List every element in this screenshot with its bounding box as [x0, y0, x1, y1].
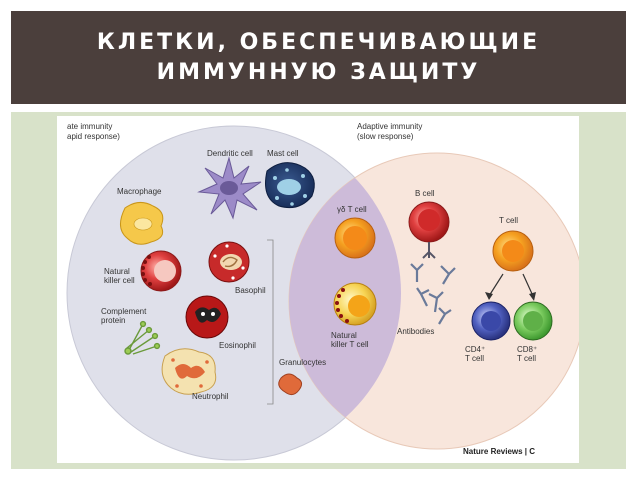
- innate-title-line2: apid response): [67, 132, 120, 141]
- nkt-cell-label-line2: killer T cell: [331, 340, 369, 349]
- cd8-t-cell-icon: [513, 301, 553, 341]
- nk-cell-label-line2: killer cell: [104, 276, 135, 285]
- nkt-cell-label-line1: Natural: [331, 331, 357, 340]
- complement-protein-icon: [124, 320, 161, 355]
- cd8-t-cell-label-line2: T cell: [517, 354, 536, 363]
- mast-cell-icon: [265, 162, 315, 209]
- gamma-delta-t-cell-icon: [334, 217, 376, 259]
- source-credit: Nature Reviews | C: [463, 447, 535, 456]
- natural-killer-t-cell-icon: [333, 282, 377, 326]
- granulocyte-small-icon: [278, 373, 303, 396]
- granulocytes-label: Granulocytes: [279, 358, 326, 367]
- immune-cells-figure: ate immunity apid response) Adaptive imm…: [57, 116, 579, 463]
- b-cell-icon: [408, 201, 450, 259]
- slide-title-bar: КЛЕТКИ, ОБЕСПЕЧИВАЮЩИЕ ИММУННУЮ ЗАЩИТУ: [11, 11, 626, 104]
- arrow-head-cd4: [485, 292, 493, 300]
- basophil-icon: [208, 241, 250, 283]
- arrow-to-cd4: [488, 273, 504, 297]
- dendritic-cell-icon: [197, 156, 262, 220]
- adaptive-title-line2: (slow response): [357, 132, 414, 141]
- slide-title-line2: ИММУННУЮ ЗАЩИТУ: [156, 59, 481, 85]
- antibodies-label: Antibodies: [397, 327, 434, 336]
- venn-diagram: ate immunity apid response) Adaptive imm…: [66, 122, 579, 461]
- eosinophil-icon: [185, 295, 229, 339]
- mast-cell-label: Mast cell: [267, 149, 299, 158]
- cd8-t-cell-label-line1: CD8⁺: [517, 345, 537, 354]
- t-cell-label: T cell: [499, 216, 518, 225]
- b-cell-label: B cell: [415, 189, 435, 198]
- arrow-to-cd8: [522, 273, 534, 297]
- complement-label-line1: Complement: [101, 307, 147, 316]
- cd4-t-cell-label-line1: CD4⁺: [465, 345, 485, 354]
- complement-label-line2: protein: [101, 316, 125, 325]
- cd4-t-cell-label-line2: T cell: [465, 354, 484, 363]
- neutrophil-label: Neutrophil: [192, 392, 229, 401]
- eosinophil-label: Eosinophil: [219, 341, 256, 350]
- basophil-label: Basophil: [235, 286, 266, 295]
- slide-title-line1: КЛЕТКИ, ОБЕСПЕЧИВАЮЩИЕ: [96, 29, 541, 55]
- cd4-t-cell-icon: [471, 301, 511, 341]
- innate-title-line1: ate immunity: [67, 122, 112, 131]
- neutrophil-icon: [161, 348, 217, 395]
- t-cell-icon: [492, 230, 534, 272]
- macrophage-icon: [120, 202, 164, 245]
- granulocytes-bracket: [267, 239, 274, 405]
- arrow-head-cd8: [529, 292, 536, 301]
- antibodies-icon: [410, 263, 456, 325]
- adaptive-title-line1: Adaptive immunity: [357, 122, 422, 131]
- macrophage-label: Macrophage: [117, 187, 162, 196]
- dendritic-cell-label: Dendritic cell: [207, 149, 253, 158]
- nk-cell-label-line1: Natural: [104, 267, 130, 276]
- gamma-delta-t-cell-label: γδ T cell: [337, 205, 367, 214]
- natural-killer-cell-icon: [140, 250, 182, 292]
